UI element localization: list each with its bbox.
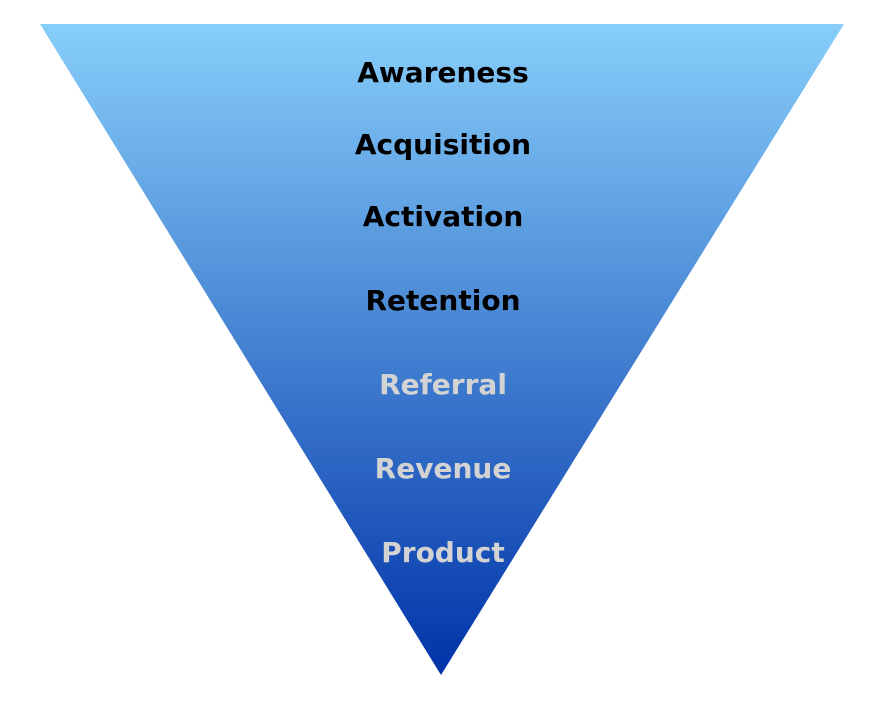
stage-product: Product [381,536,505,569]
funnel-triangle [40,24,844,675]
stage-referral: Referral [379,368,507,401]
stage-acquisition: Acquisition [354,128,532,161]
stage-awareness: Awareness [357,56,529,89]
stage-activation: Activation [362,200,524,233]
stage-revenue: Revenue [374,452,512,485]
stage-retention: Retention [365,284,521,317]
